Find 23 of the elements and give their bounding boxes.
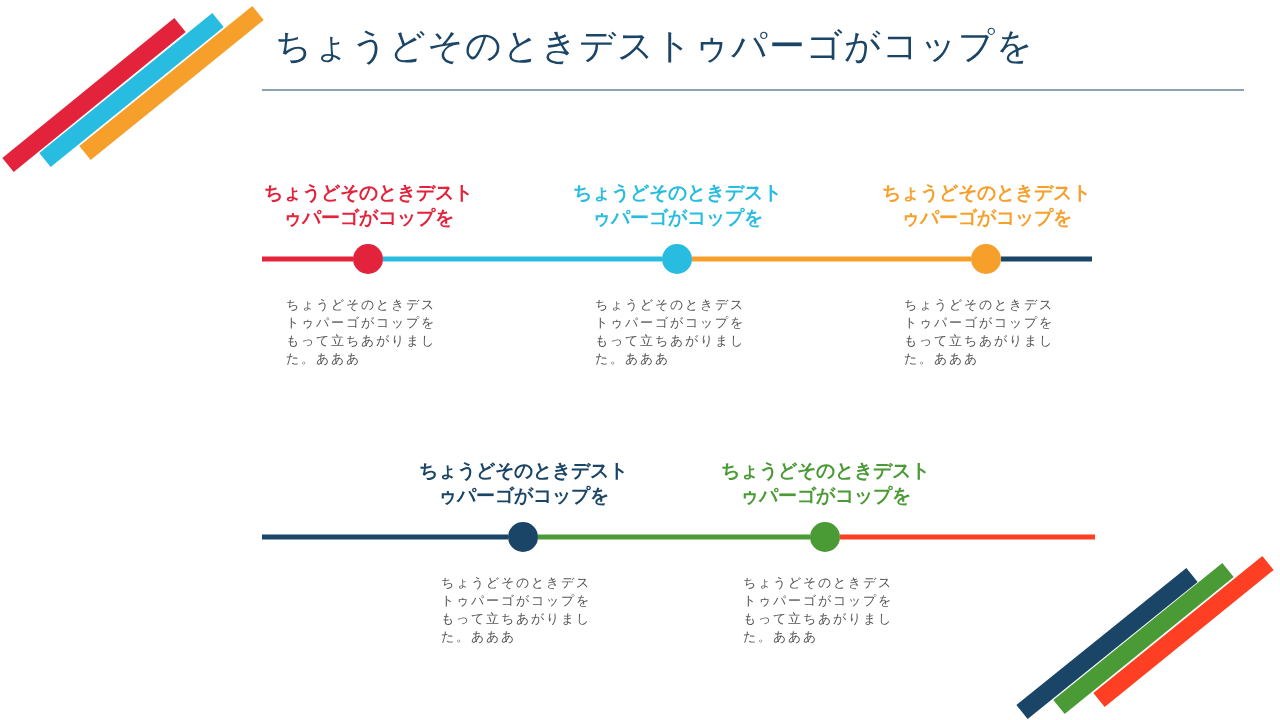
milestone-heading: ちょうどそのときデストゥパーゴがコップを	[720, 458, 931, 508]
milestone-dot	[353, 244, 383, 274]
milestone-dot	[662, 244, 692, 274]
slide-title: ちょうどそのときデストゥパーゴがコップを	[275, 24, 1034, 68]
milestone-description: ちょうどそのときデストゥパーゴがコップをもって立ちあがりました。あああ	[286, 296, 437, 368]
milestone-description: ちょうどそのときデストゥパーゴがコップをもって立ちあがりました。あああ	[904, 296, 1055, 368]
milestone-heading: ちょうどそのときデストゥパーゴがコップを	[263, 180, 474, 230]
milestone-description: ちょうどそのときデストゥパーゴがコップをもって立ちあがりました。あああ	[743, 574, 894, 646]
milestone-dot	[508, 522, 538, 552]
milestone-dot	[810, 522, 840, 552]
milestone-heading: ちょうどそのときデストゥパーゴがコップを	[881, 180, 1092, 230]
milestone-dot	[971, 244, 1001, 274]
timeline-segment	[383, 256, 662, 262]
timeline-segment	[1001, 256, 1092, 262]
timeline-segment	[840, 534, 1095, 540]
milestone-heading: ちょうどそのときデストゥパーゴがコップを	[418, 458, 629, 508]
timeline-segment	[692, 256, 971, 262]
milestone-description: ちょうどそのときデストゥパーゴがコップをもって立ちあがりました。あああ	[441, 574, 592, 646]
milestone-heading: ちょうどそのときデストゥパーゴがコップを	[572, 180, 783, 230]
milestone-description: ちょうどそのときデストゥパーゴがコップをもって立ちあがりました。あああ	[595, 296, 746, 368]
timeline-segment	[538, 534, 810, 540]
timeline-segment	[262, 256, 353, 262]
timeline-segment	[262, 534, 508, 540]
